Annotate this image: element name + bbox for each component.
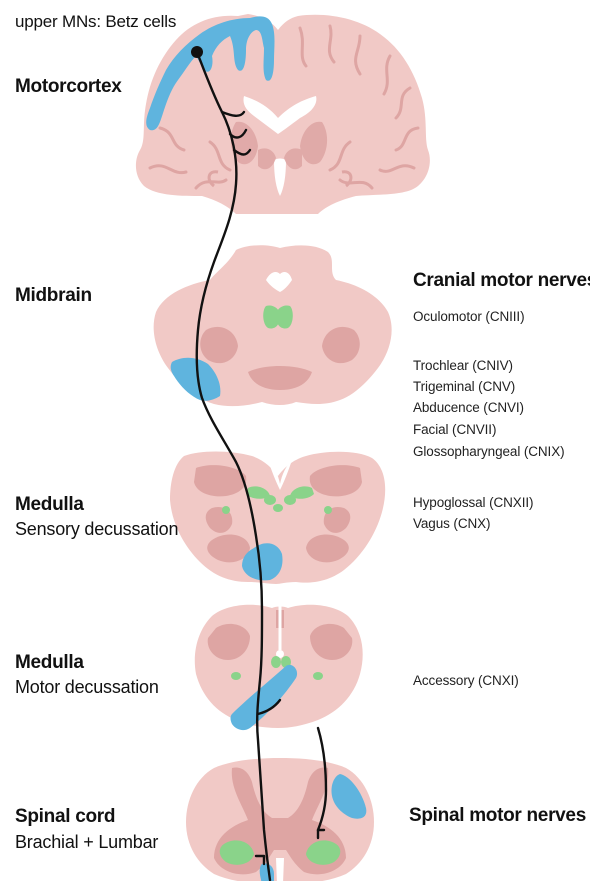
motorcortex-label: Motorcortex	[15, 76, 122, 98]
spinal-motor-nerves-heading: Spinal motor nerves	[409, 805, 586, 827]
nerve-accessory: Accessory (CNXI)	[413, 672, 519, 689]
cranial-motor-nerves-heading: Cranial motor nerves	[413, 270, 590, 292]
upper-medulla-section	[170, 452, 385, 585]
medulla-upper-label: Medulla	[15, 494, 84, 516]
midbrain-label: Midbrain	[15, 285, 92, 307]
lower-medulla-section	[195, 605, 363, 730]
anterior-median-fissure	[276, 858, 284, 881]
motorcortex-section	[136, 14, 430, 214]
nerve-trigeminal: Trigeminal (CNV)	[413, 378, 515, 395]
nerve-trochlear: Trochlear (CNIV)	[413, 357, 513, 374]
spinal-cord-label: Spinal cord	[15, 806, 115, 828]
nerve-oculomotor: Oculomotor (CNIII)	[413, 308, 524, 325]
midbrain-section	[154, 245, 392, 406]
sensory-decussation-label: Sensory decussation	[15, 519, 178, 540]
nerve-abducence: Abducence (CNVI)	[413, 399, 524, 416]
brachial-lumbar-label: Brachial + Lumbar	[15, 832, 158, 853]
nerve-glossopharyngeal: Glossopharyngeal (CNIX)	[413, 443, 565, 460]
upper-mns-label: upper MNs: Betz cells	[15, 12, 176, 32]
medulla-lower-label: Medulla	[15, 652, 84, 674]
motor-decussation-label: Motor decussation	[15, 677, 159, 698]
nerve-hypoglossal: Hypoglossal (CNXII)	[413, 494, 533, 511]
nerve-vagus: Vagus (CNX)	[413, 515, 490, 532]
spinal-cord-section	[186, 758, 374, 881]
nerve-facial: Facial (CNVII)	[413, 421, 496, 438]
